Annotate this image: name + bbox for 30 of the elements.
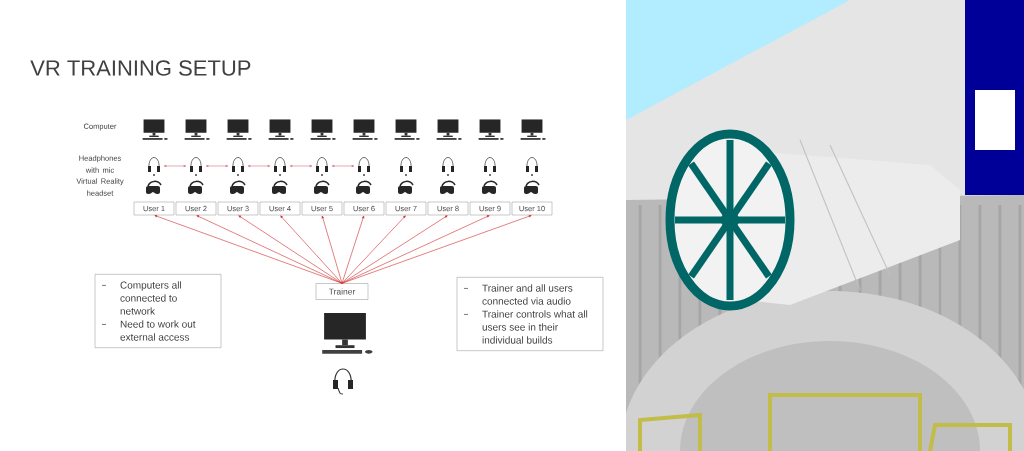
headphones-icon: [274, 157, 286, 176]
title: VR TRAINING SETUP: [30, 60, 251, 76]
arrow: [341, 215, 490, 284]
headphones-icon: [484, 157, 496, 176]
bullet-text: Trainer controls what all users see in their individual builds: [482, 310, 588, 344]
arrow: [289, 164, 313, 168]
trainer-box: Trainer: [315, 283, 369, 300]
arrow: [247, 164, 271, 168]
arrow: [163, 164, 187, 168]
bullet-text: Computers all connected to network: [120, 281, 181, 315]
arrow: [280, 215, 343, 284]
bullet-text: Need to work out external access: [120, 320, 196, 341]
arrow: [341, 215, 365, 284]
headphones-icon: [190, 157, 202, 176]
bullet-text: Trainer and all users connected via audio: [482, 284, 573, 305]
arrow: [331, 164, 355, 168]
headphones-icon: [400, 157, 412, 176]
arrow: [341, 215, 406, 284]
arrow: [321, 215, 343, 284]
headphones-icon: [148, 157, 160, 176]
headphones-icon: [442, 157, 454, 176]
arrow: [196, 215, 343, 284]
note-box: [456, 277, 604, 351]
arrow: [205, 164, 229, 168]
arrow: [341, 215, 532, 284]
headphones-icon: [526, 157, 538, 176]
headphones-icon: [316, 157, 328, 176]
headphones-icon: [232, 157, 244, 176]
headphones-icon: [358, 157, 370, 176]
note-box: [94, 274, 222, 348]
